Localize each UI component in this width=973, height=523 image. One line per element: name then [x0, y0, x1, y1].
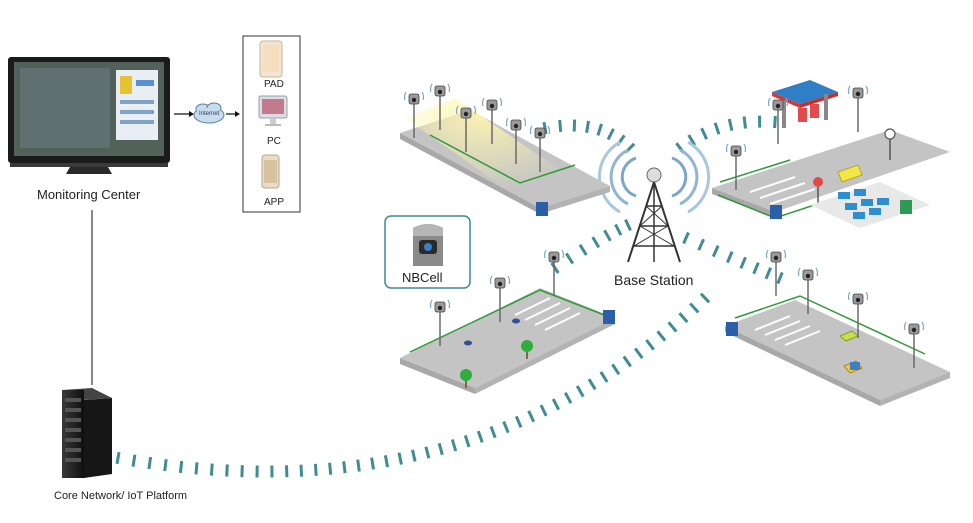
server-rack-icon — [62, 388, 112, 478]
internet-label: Internet — [199, 111, 219, 117]
signal-dash — [775, 116, 776, 128]
signal-dash — [646, 340, 653, 350]
signal-dash — [372, 458, 374, 470]
signal-dash — [196, 462, 197, 474]
signal-dash — [358, 460, 360, 472]
signal-dash — [605, 230, 611, 241]
device-label-app: APP — [264, 197, 284, 208]
signal-dash — [635, 348, 642, 358]
monitoring-center-label: Monitoring Center — [37, 187, 140, 202]
signal-dash — [754, 263, 759, 274]
road-bottom-right — [725, 296, 950, 406]
radio-tower-icon — [599, 142, 708, 262]
signal-dash — [560, 120, 561, 132]
signal-dash — [601, 372, 607, 382]
signal-dash — [330, 463, 331, 475]
signal-dash — [702, 128, 707, 139]
signal-dash — [778, 272, 782, 283]
signal-dash — [593, 237, 599, 247]
signal-dash — [713, 246, 718, 257]
signal-dash — [227, 465, 228, 477]
signal-dash — [165, 459, 167, 471]
signal-dash — [624, 357, 631, 367]
street-camera-post — [544, 250, 563, 296]
device-label-pc: PC — [267, 136, 281, 147]
signal-dash — [516, 416, 521, 427]
signal-dash — [727, 252, 732, 263]
signal-dash — [626, 220, 631, 231]
camera-icon — [413, 224, 443, 266]
base-station-label: Base Station — [614, 272, 693, 288]
signal-dash — [565, 393, 571, 404]
signal-dash — [117, 452, 119, 464]
signal-dash — [426, 447, 429, 459]
signal-dash — [385, 455, 387, 467]
signal-dash — [699, 239, 704, 250]
signal-dash — [598, 124, 602, 135]
signal-dash — [344, 461, 345, 473]
signal-dash — [741, 257, 746, 268]
signal-dash — [766, 268, 771, 279]
signal-dash — [690, 304, 698, 313]
signal-dash — [553, 399, 559, 410]
signal-dash — [580, 245, 586, 255]
signal-dash — [566, 253, 573, 263]
signal-dash — [301, 465, 302, 477]
signal-dash — [491, 427, 495, 438]
road-bottom-left — [400, 288, 615, 394]
signal-dash — [439, 443, 442, 455]
tablet-icon — [260, 41, 282, 77]
signal-dash — [133, 455, 135, 467]
signal-dash — [669, 322, 677, 331]
signal-dash — [552, 263, 559, 273]
signal-dash — [465, 435, 469, 447]
signal-dash — [658, 331, 666, 340]
signal-dash — [612, 364, 619, 374]
signal-dash — [211, 464, 212, 476]
smartphone-icon — [262, 155, 279, 188]
signal-dash — [541, 405, 546, 416]
nbcell-label: NBCell — [402, 270, 442, 285]
signal-dash — [701, 294, 709, 303]
signal-dash — [608, 129, 613, 140]
signal-dash — [180, 461, 181, 473]
signal-dash — [715, 123, 719, 134]
road-street-lighting — [400, 98, 610, 216]
signal-dash — [616, 225, 621, 236]
signal-dash — [744, 117, 745, 129]
signal-dash — [315, 464, 316, 476]
signal-dash — [413, 450, 416, 462]
signal-dash — [149, 457, 151, 469]
signal-dash — [577, 386, 583, 397]
street-camera-post — [848, 86, 867, 132]
signal-dash — [478, 431, 482, 442]
signal-dash — [504, 422, 509, 433]
device-label-pad: PAD — [264, 79, 284, 90]
signal-dash — [684, 233, 689, 244]
signal-dash — [587, 121, 589, 133]
signal-dash — [589, 379, 595, 389]
signal-dash — [399, 453, 401, 465]
signal-dash — [452, 440, 455, 452]
core-network-label: Core Network/ IoT Platform — [54, 490, 187, 502]
signal-dash — [680, 313, 688, 322]
signal-wave-group — [117, 116, 782, 478]
monitor-icon — [8, 57, 170, 174]
signal-dash — [729, 119, 732, 131]
signal-dash — [529, 411, 534, 422]
